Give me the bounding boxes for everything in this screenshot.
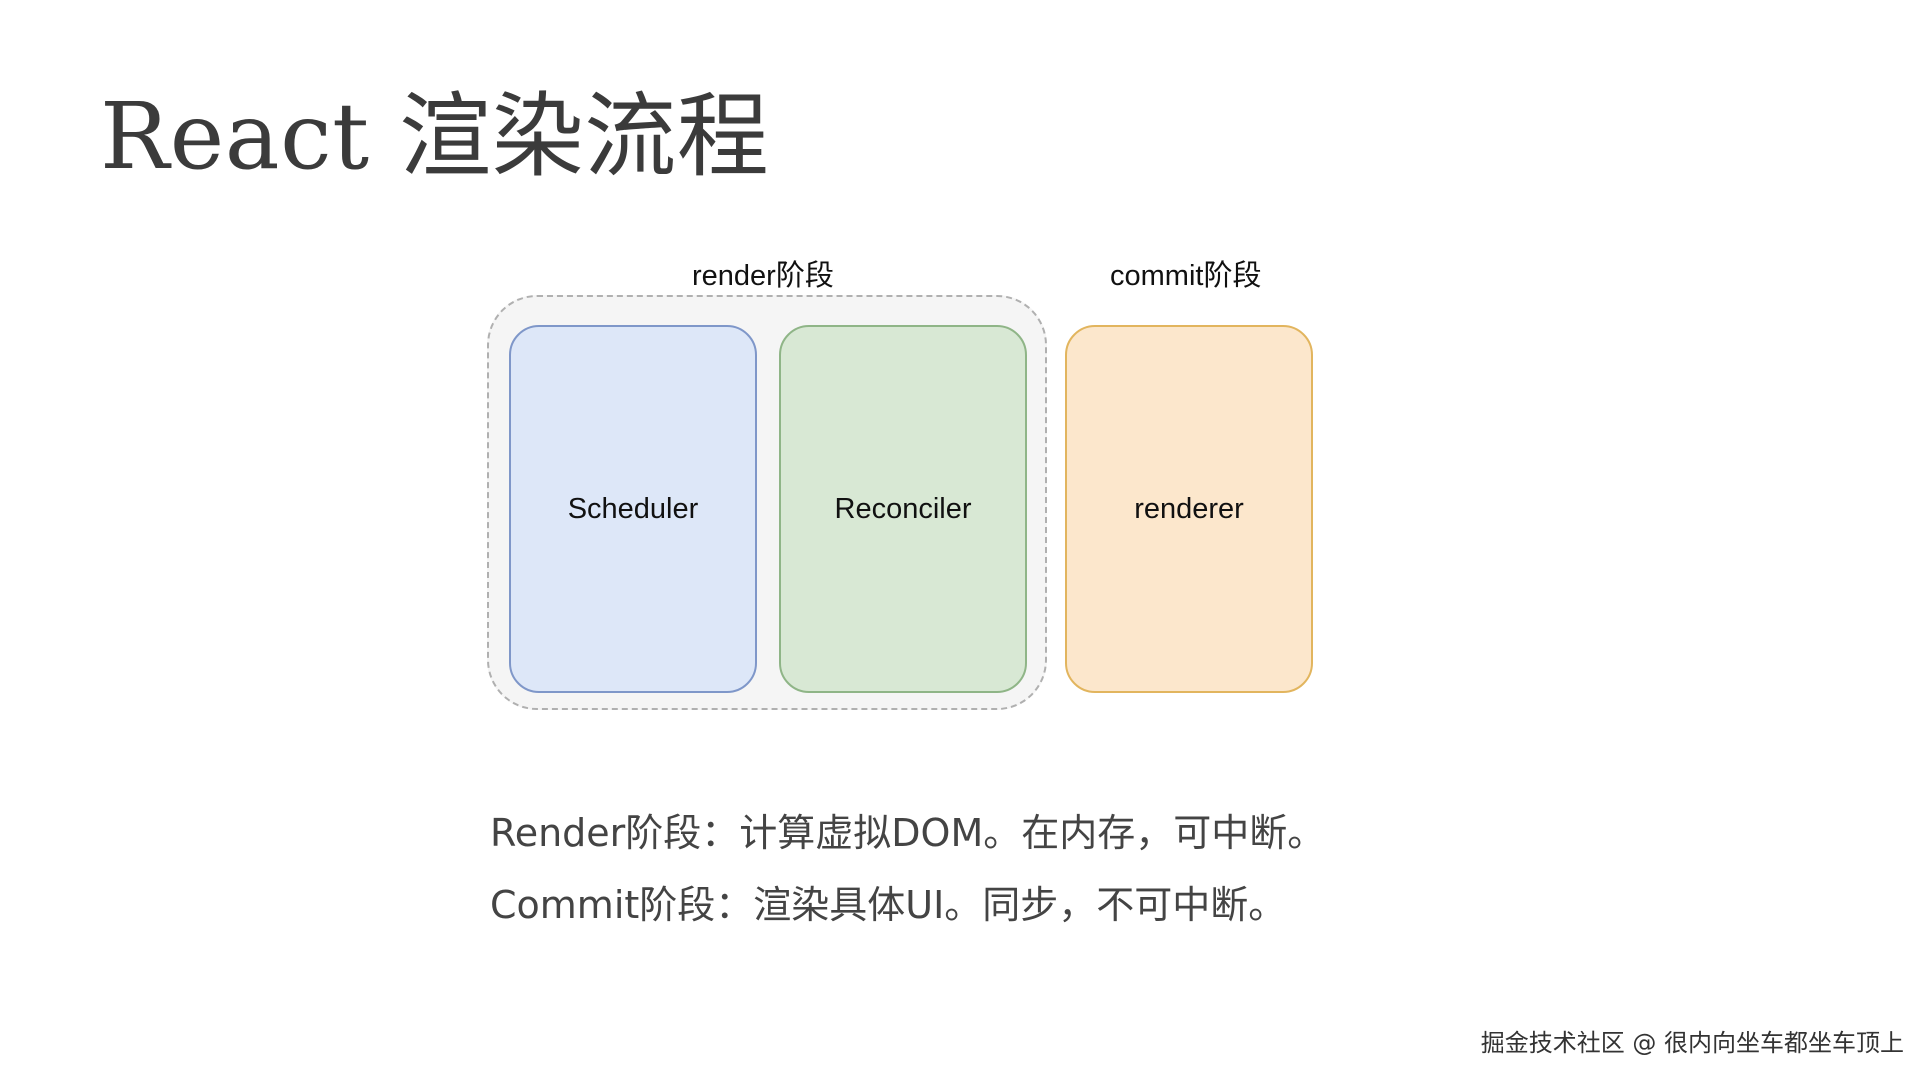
reconciler-box: Reconciler	[779, 325, 1027, 693]
render-description: Render阶段：计算虚拟DOM。在内存，可中断。	[490, 811, 1326, 855]
slide-title: React 渲染流程	[100, 83, 770, 190]
commit-stage-label: commit阶段	[1110, 260, 1262, 292]
scheduler-box: Scheduler	[509, 325, 757, 693]
renderer-box: renderer	[1065, 325, 1313, 693]
render-stage-label: render阶段	[692, 260, 834, 292]
watermark: 掘金技术社区 @ 很内向坐车都坐车顶上	[1480, 1029, 1904, 1057]
commit-description: Commit阶段：渲染具体UI。同步，不可中断。	[490, 883, 1287, 927]
scheduler-label: Scheduler	[567, 492, 699, 525]
renderer-label: renderer	[1134, 492, 1244, 525]
reconciler-label: Reconciler	[834, 492, 972, 525]
